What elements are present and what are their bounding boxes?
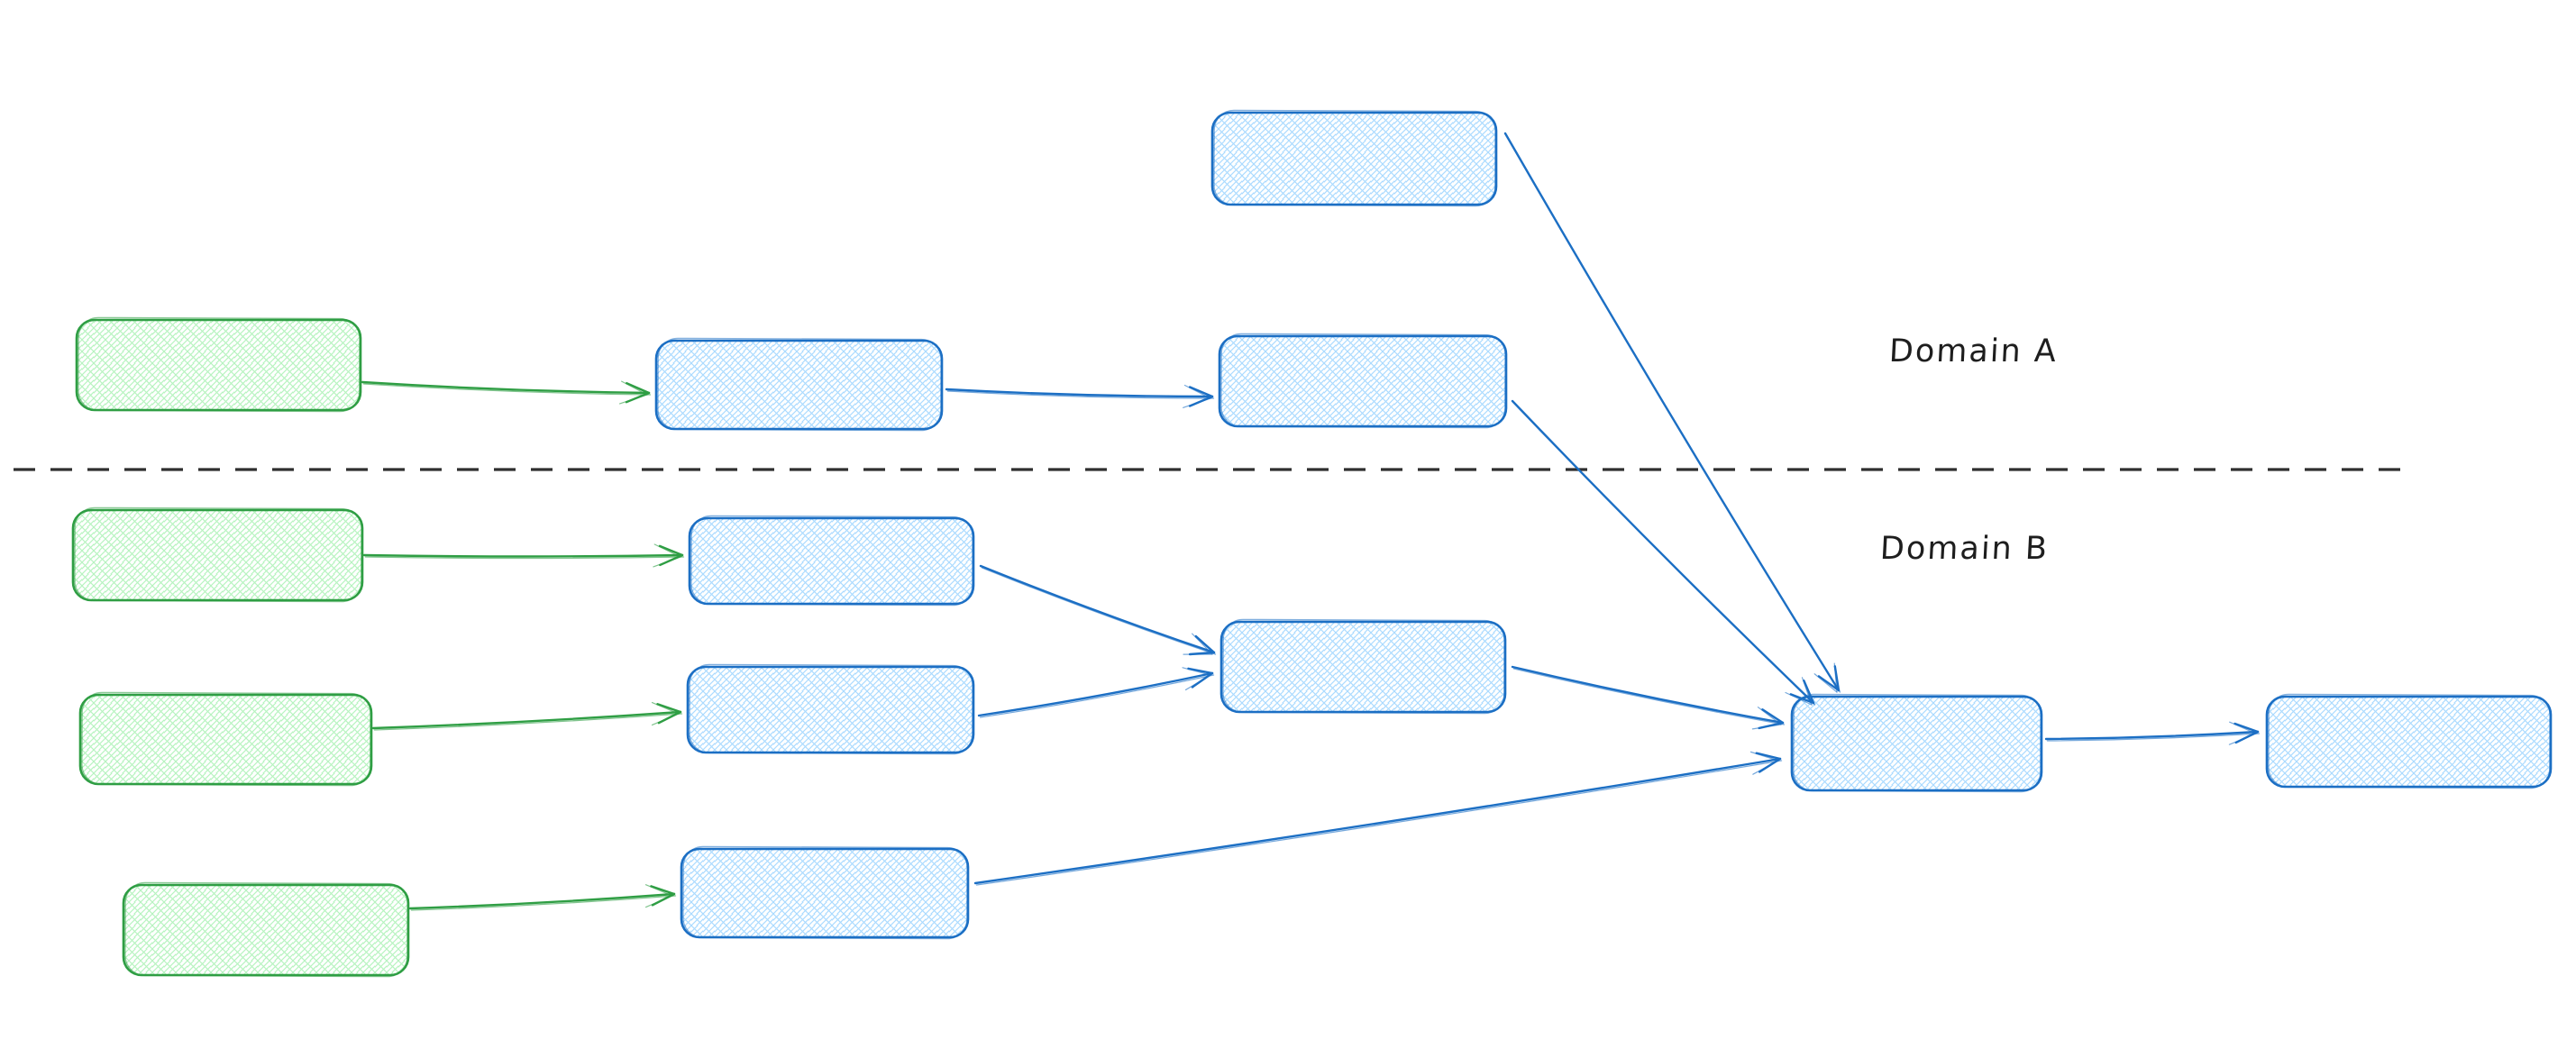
node-domain-b-input-1[interactable]	[71, 506, 364, 603]
node-domain-b-step-3[interactable]	[680, 845, 970, 940]
arrow-domain-b-step-2-to-merge[interactable]	[977, 667, 1215, 718]
arrow-domain-a-step-1-to-step-2[interactable]	[945, 384, 1215, 408]
node-domain-b-step-1[interactable]	[688, 515, 975, 607]
arrow-top-source-to-aggregator[interactable]	[1503, 132, 1841, 693]
arrow-domain-b-step-1-to-merge[interactable]	[979, 564, 1217, 656]
node-domain-b-input-2[interactable]	[78, 691, 373, 787]
arrow-domain-b-input-2-to-step-2[interactable]	[371, 701, 683, 731]
node-domain-a-step-1[interactable]	[654, 337, 944, 432]
node-domain-b-input-3[interactable]	[122, 881, 410, 978]
arrow-domain-b-step-3-to-aggregator[interactable]	[973, 751, 1783, 886]
node-domain-b-step-2[interactable]	[686, 663, 975, 755]
node-top-source[interactable]	[1210, 109, 1498, 207]
arrow-merge-to-aggregator[interactable]	[1511, 665, 1786, 730]
arrow-domain-a-input-to-step-1[interactable]	[361, 380, 652, 405]
node-domain-a-step-2[interactable]	[1218, 333, 1508, 429]
node-domain-a-input[interactable]	[75, 316, 362, 413]
arrow-domain-b-input-3-to-step-3[interactable]	[408, 884, 677, 911]
domain-a-label: Domain A	[1887, 333, 2059, 369]
node-domain-b-merge[interactable]	[1219, 618, 1507, 715]
node-aggregator[interactable]	[1790, 693, 2043, 793]
arrow-aggregator-to-output[interactable]	[2044, 721, 2261, 745]
node-output[interactable]	[2265, 693, 2553, 789]
arrow-domain-b-input-1-to-step-1[interactable]	[362, 543, 685, 568]
domain-b-label: Domain B	[1878, 531, 2051, 567]
arrow-domain-a-step-2-to-aggregator[interactable]	[1511, 399, 1816, 706]
